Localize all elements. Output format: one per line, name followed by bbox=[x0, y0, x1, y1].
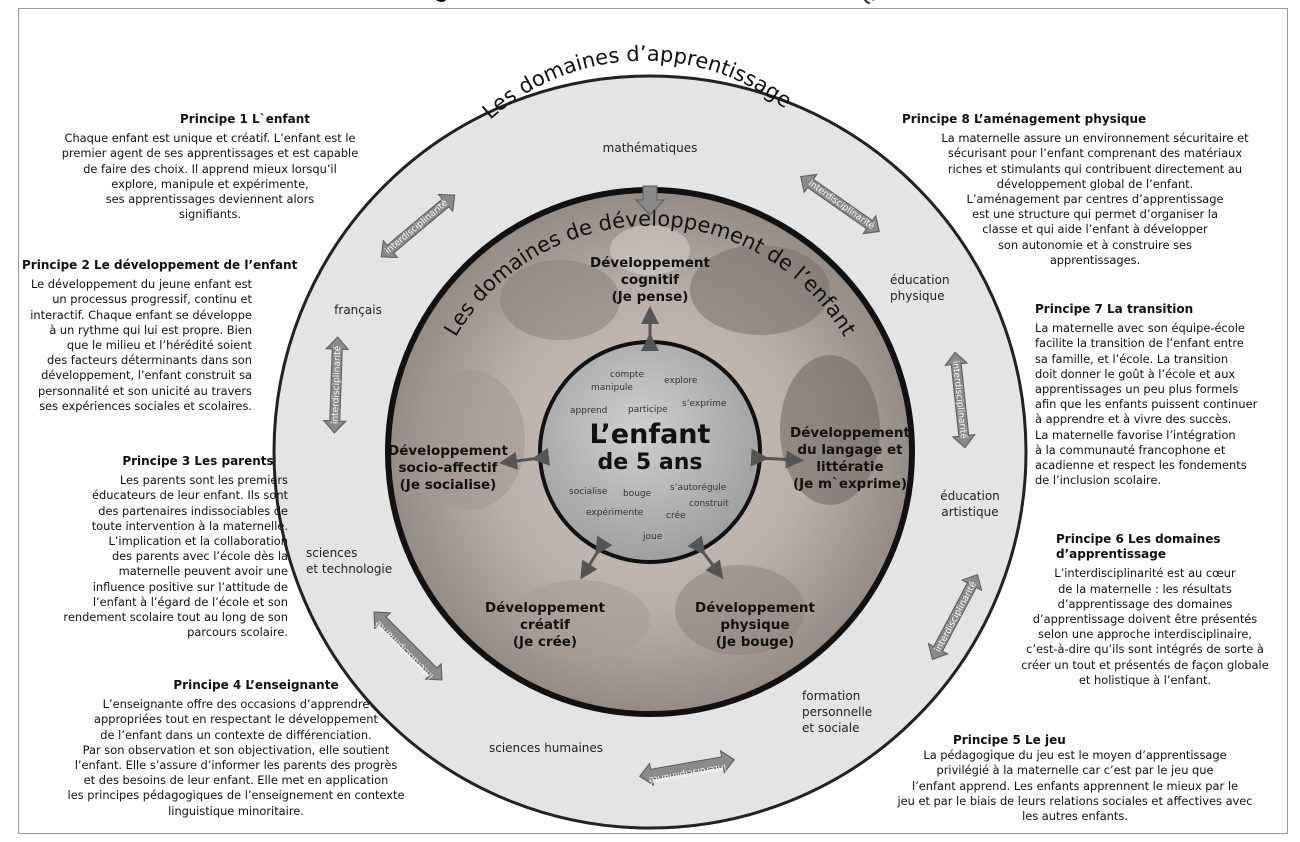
verb-label: s’autorégule bbox=[670, 483, 727, 493]
principle-8-body: La maternelle assure un environnement sé… bbox=[941, 131, 1249, 267]
verb-label: participe bbox=[628, 405, 668, 415]
subject-francais: français bbox=[334, 303, 382, 317]
verb-label: manipule bbox=[591, 383, 633, 393]
principle-7-title: Principe 7 La transition bbox=[1035, 302, 1194, 316]
subject-mathematiques: mathématiques bbox=[602, 141, 698, 155]
photo-background bbox=[415, 225, 880, 660]
verb-label: apprend bbox=[570, 406, 608, 416]
arrow-label: interdisciplinarité bbox=[330, 345, 344, 424]
verb-label: joue bbox=[643, 532, 663, 542]
principle-2-title: Principe 2 Le développement de l’enfant bbox=[22, 258, 298, 272]
principle-4: Principe 4 L’enseignante L’enseignante o… bbox=[26, 678, 446, 819]
principle-8: Principe 8 L’aménagement physique La mat… bbox=[902, 112, 1270, 268]
center-title-line2: de 5 ans bbox=[597, 450, 703, 475]
verb-label: bouge bbox=[623, 489, 652, 499]
principle-5: Principe 5 Le jeu La pédagogique du jeu … bbox=[865, 733, 1285, 824]
verb-label: crée bbox=[666, 511, 686, 521]
verb-label: socialise bbox=[569, 487, 608, 497]
subject-education-artistique: éducation artistique bbox=[940, 489, 1000, 519]
principle-6-body: L’interdisciplinarité est au cœur de la … bbox=[1021, 566, 1269, 687]
dev-socio-affectif: Développement socio-affectif (Je sociali… bbox=[388, 443, 508, 493]
principle-2: Principe 2 Le développement de l’enfant … bbox=[22, 258, 298, 414]
verb-label: explore bbox=[664, 376, 698, 386]
dev-physique: Développement physique (Je bouge) bbox=[695, 600, 815, 650]
subject-formation-personnelle: formation personnelle et sociale bbox=[802, 689, 873, 735]
principle-5-body: La pédagogique du jeu est le moyen d’app… bbox=[897, 748, 1253, 824]
verb-label: expérimente bbox=[586, 508, 644, 518]
verb-label: construit bbox=[689, 499, 729, 509]
principle-6: Principe 6 Les domaines d’apprentissage … bbox=[1000, 532, 1290, 688]
principle-3-title: Principe 3 Les parents bbox=[122, 454, 274, 468]
dev-langage: Développement du langage et littératie (… bbox=[790, 425, 910, 492]
principle-1: Principe 1 L`enfant Chaque enfant est un… bbox=[40, 112, 380, 222]
principle-1-body: Chaque enfant est unique et créatif. L’e… bbox=[61, 131, 359, 222]
principle-5-title: Principe 5 Le jeu bbox=[953, 733, 1066, 747]
center-title: L’enfant de 5 ans bbox=[560, 420, 740, 476]
principle-4-title: Principe 4 L’enseignante bbox=[173, 678, 339, 692]
math-arrow bbox=[634, 185, 666, 216]
dev-cognitif: Développement cognitif (Je pense) bbox=[590, 255, 710, 305]
principle-7-body: La maternelle avec son équipe-école faci… bbox=[1035, 321, 1258, 488]
principle-8-title: Principe 8 L’aménagement physique bbox=[902, 112, 1147, 126]
principle-3-body: Les parents sont les premiers éducateurs… bbox=[63, 473, 288, 640]
subject-sciences-technologie: sciences et technologie bbox=[306, 546, 393, 576]
subject-sciences-humaines: sciences humaines bbox=[488, 741, 604, 755]
principle-7: Principe 7 La transition La maternelle a… bbox=[1035, 302, 1295, 488]
principle-4-body: L’enseignante offre des occasions d’appr… bbox=[67, 697, 405, 818]
subject-education-physique: éducation physique bbox=[890, 273, 950, 303]
dev-creatif: Développement créatif (Je crée) bbox=[485, 600, 605, 650]
poster-title: Orientation pédagogique de la maternelle bbox=[426, 0, 884, 10]
verb-label: compte bbox=[610, 370, 645, 380]
principle-2-body: Le développement du jeune enfant est un … bbox=[30, 277, 252, 413]
poster-frame bbox=[18, 8, 1288, 834]
principle-6-title: Principe 6 Les domaines d’apprentissage bbox=[1056, 532, 1221, 562]
principle-1-title: Principe 1 L`enfant bbox=[180, 112, 310, 126]
development-arrows bbox=[499, 306, 804, 580]
center-title-line1: L’enfant bbox=[589, 419, 711, 450]
principle-3: Principe 3 Les parents Les parents sont … bbox=[48, 454, 288, 640]
verb-label: s’exprime bbox=[682, 399, 727, 409]
